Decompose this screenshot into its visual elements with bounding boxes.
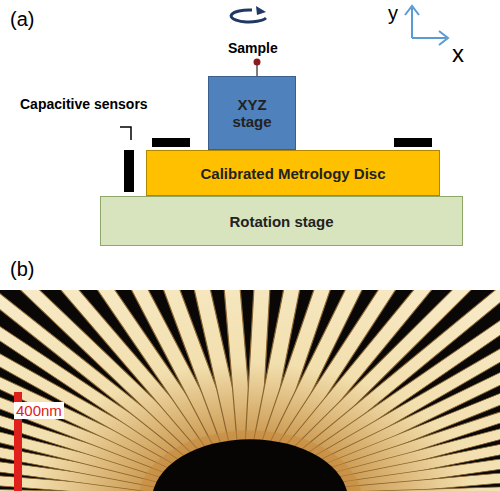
sensor-bar	[394, 138, 432, 147]
axis-label: y	[388, 2, 398, 25]
leader-line	[120, 127, 131, 140]
sample-pin	[254, 59, 261, 77]
stage-box: Rotation stage	[100, 196, 463, 246]
rotation-arrow	[231, 6, 266, 22]
axes-symbol	[405, 6, 448, 45]
part-label: Capacitive sensors	[20, 96, 148, 112]
node-text: Rotation stage	[229, 213, 333, 230]
sensor-bar	[152, 138, 190, 147]
stage-box: XYZ stage	[208, 76, 296, 150]
node-text: XYZ stage	[223, 96, 281, 130]
panel-label: (a)	[10, 8, 34, 31]
micrograph	[0, 290, 500, 491]
sensor-bar	[124, 150, 134, 192]
scale-label: 400nm	[14, 402, 64, 419]
disc-box: Calibrated Metrology Disc	[146, 150, 440, 196]
axis-label: x	[452, 40, 464, 68]
part-label: Sample	[228, 40, 278, 56]
panel-label: (b)	[10, 258, 34, 281]
node-text: Calibrated Metrology Disc	[200, 165, 385, 182]
